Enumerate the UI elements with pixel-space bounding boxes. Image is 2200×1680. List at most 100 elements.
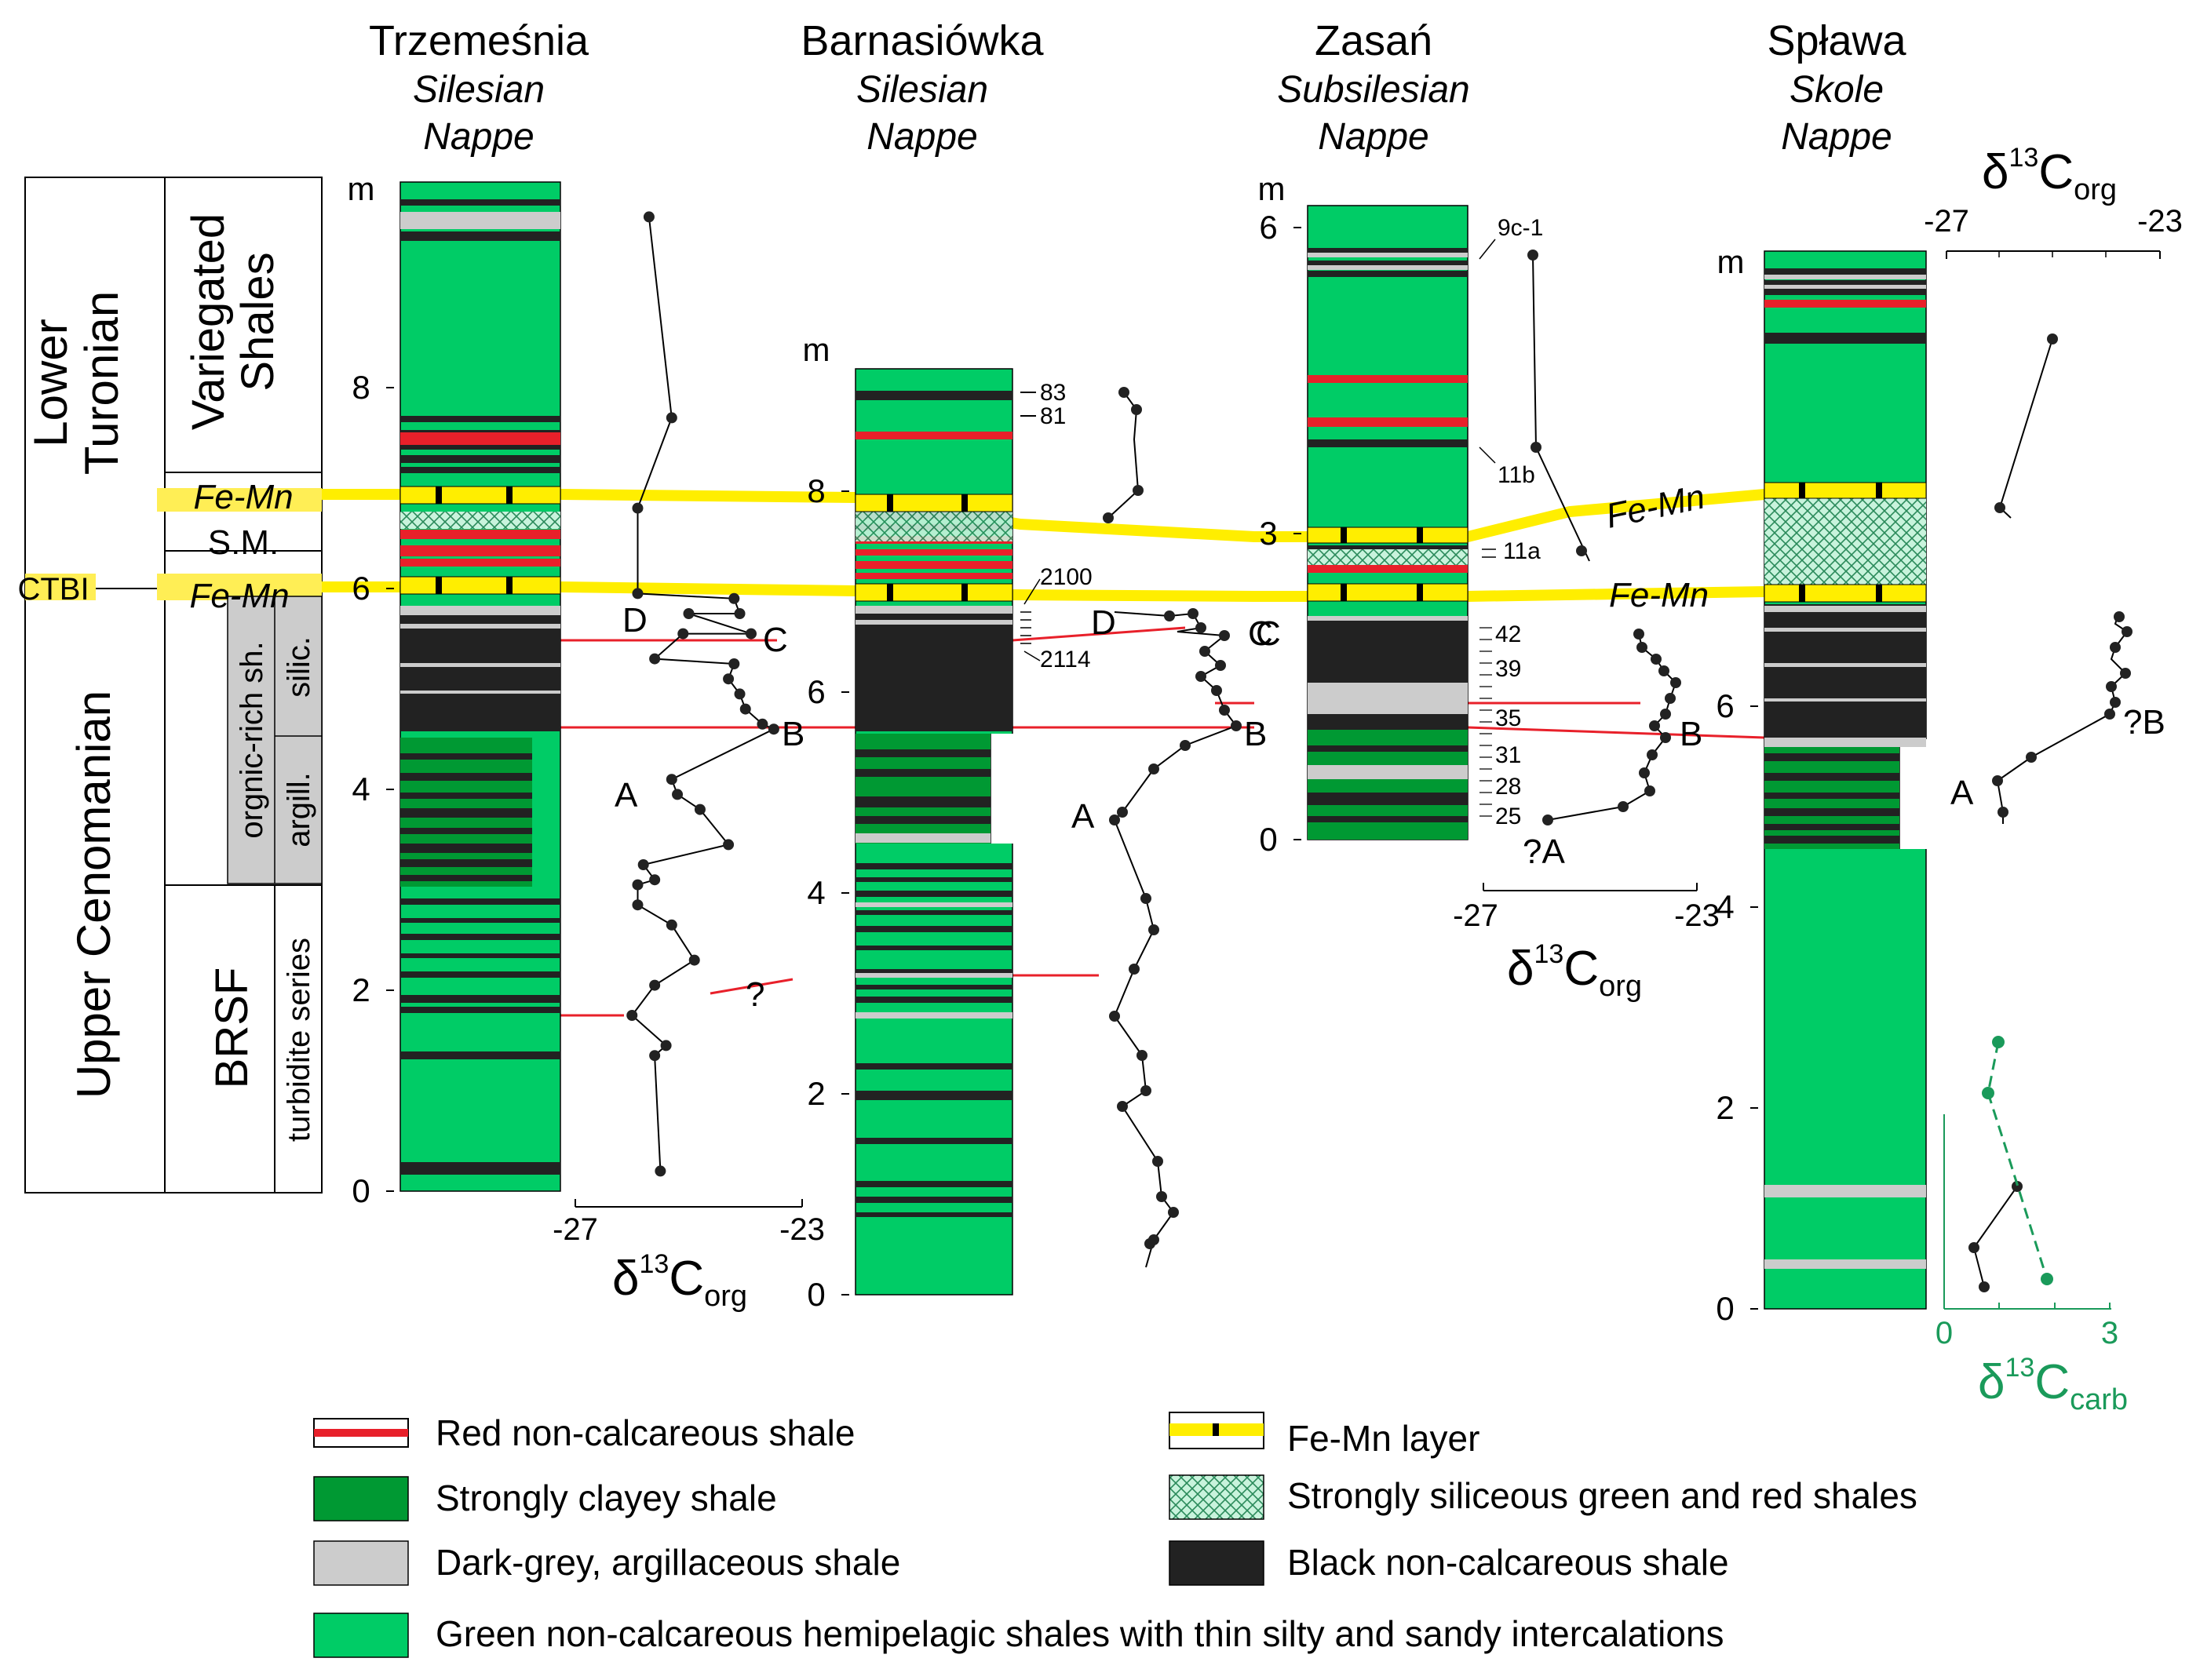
curve-point (688, 954, 700, 966)
curve-point (666, 919, 677, 931)
svg-text:-23: -23 (2137, 204, 2183, 239)
curve-point (677, 628, 689, 640)
curve-point (632, 879, 644, 891)
curve-point (649, 1050, 661, 1062)
depth-tick-label: 0 (1716, 1290, 1734, 1327)
curve-point (632, 899, 644, 911)
delta13c-curve-barnasiowka: D C B A (1071, 387, 1273, 1268)
fe-mn-upper-line (322, 489, 1765, 542)
svg-text:Dark-grey, argillaceous shale: Dark-grey, argillaceous shale (436, 1542, 900, 1583)
depth-tick-label: 2 (1716, 1089, 1734, 1126)
svg-text:m: m (348, 170, 375, 207)
curve-point (637, 859, 649, 870)
label-c: C (763, 621, 788, 659)
siliceous-unit-2 (856, 510, 1012, 541)
svg-text:Lower: Lower (24, 319, 77, 446)
depth-tick-label: 8 (352, 369, 370, 406)
fe-mn-layer-2-upper (855, 494, 1013, 512)
sample-labels-barnasiowka: 83 81 2100 2114 (1020, 380, 1093, 672)
svg-text:m: m (1258, 170, 1286, 207)
svg-text:42: 42 (1495, 621, 1521, 647)
sm-label: S.M. (208, 523, 279, 562)
svg-text:B: B (1680, 715, 1702, 753)
svg-text:δ13Corg: δ13Corg (1507, 939, 1642, 1003)
svg-text:δ13Ccarb: δ13Ccarb (1978, 1353, 2128, 1416)
fe-mn-lower-label: Fe-Mn (1609, 576, 1709, 614)
legend: Red non-calcareous shale Strongly clayey… (313, 1412, 1917, 1658)
depth-tick-label: 0 (1259, 821, 1277, 858)
label-b: B (782, 715, 804, 753)
curve-point (734, 608, 746, 619)
fe-mn-layer-4-upper (1764, 482, 1927, 499)
svg-text:Shales: Shales (232, 252, 283, 391)
siliceous-unit-4 (1764, 498, 1926, 585)
column-titles: Trzemeśnia Silesian Nappe Barnasiówka Si… (369, 17, 1907, 158)
depth-tick-label: 4 (352, 771, 370, 807)
sample-labels-zasan: 9c-1 11b 11a 42 39 35 31 28 25 (1479, 215, 1543, 829)
black-shale-unit-2 (856, 606, 1012, 731)
depth-tick-label: 4 (807, 874, 825, 911)
depth-tick-label: 0 (807, 1276, 825, 1313)
svg-text:-27: -27 (553, 1212, 598, 1247)
fe-mn-top-label: Fe-Mn (193, 478, 293, 516)
delta13c-curve-trzemesnia: -27 -23 δ13Corg D C B A ? (553, 211, 825, 1313)
svg-text:δ13Corg: δ13Corg (612, 1249, 747, 1313)
curve-point (626, 1010, 638, 1021)
svg-text:-27: -27 (1453, 898, 1498, 933)
svg-text:Barnasiówka: Barnasiówka (801, 17, 1044, 64)
fe-mn-bottom-label: Fe-Mn (189, 577, 289, 615)
depth-tick-label: 2 (352, 971, 370, 1008)
legend-black-shale: Black non-calcareous shale (1169, 1540, 1729, 1586)
depth-tick-label: 6 (352, 570, 370, 607)
delta13c-curve-splawa: -27 -23 δ13Corg ?B A (1924, 143, 2183, 1292)
depth-tick-label: 2 (807, 1075, 825, 1112)
svg-text:0: 0 (1935, 1316, 1953, 1350)
delta13c-curve-zasan: -27 -23 δ13Corg C B ?A (1256, 250, 1720, 1003)
svg-text:D: D (1091, 603, 1116, 642)
curve-point (649, 653, 661, 665)
svg-text:Nappe: Nappe (1318, 116, 1428, 158)
depth-tick-label: 0 (352, 1172, 370, 1209)
ctbi-label: CTBI (17, 572, 89, 607)
svg-text:B: B (1244, 715, 1267, 753)
svg-text:Subsilesian: Subsilesian (1277, 69, 1469, 111)
label-d: D (622, 601, 648, 640)
fe-mn-layer-upper (400, 486, 561, 505)
legend-red-shale: Red non-calcareous shale (313, 1412, 855, 1453)
svg-text:?A: ?A (1523, 833, 1565, 871)
curve-point (643, 211, 655, 223)
scale-zasan: m 036 (1258, 170, 1301, 858)
svg-text:11b: 11b (1498, 462, 1535, 488)
svg-text:2114: 2114 (1040, 647, 1091, 672)
curve-point (694, 804, 706, 815)
delta13c-carb-curve-splawa: 0 3 δ13Ccarb (1935, 1036, 2128, 1416)
black-shale-unit-4 (1764, 604, 1926, 739)
curve-point (632, 588, 644, 599)
column-trzemesnia: m 0 2 4 6 8 -27 -23 δ13Corg D C B A ? (348, 170, 825, 1313)
svg-text:-23: -23 (1674, 898, 1720, 933)
svg-text:δ13Corg: δ13Corg (1982, 143, 2117, 206)
curve-point (723, 673, 735, 685)
svg-text:Trzemeśnia: Trzemeśnia (369, 17, 589, 64)
svg-text:Black non-calcareous shale: Black non-calcareous shale (1287, 1542, 1729, 1583)
curve-point (666, 774, 677, 785)
svg-text:-27: -27 (1924, 204, 1969, 239)
svg-text:C: C (1256, 614, 1281, 653)
svg-text:-23: -23 (779, 1212, 825, 1247)
svg-text:Turonian: Turonian (75, 291, 128, 476)
legend-green-hemipelagic: Green non-calcareous hemipelagic shales … (313, 1613, 1724, 1658)
svg-text:Spława: Spława (1767, 17, 1906, 64)
fe-mn-layer-4-lower (1764, 584, 1927, 603)
svg-text:Variegated: Variegated (183, 213, 234, 430)
svg-text:28: 28 (1495, 774, 1521, 800)
svg-text:Nappe: Nappe (423, 116, 534, 158)
strat-chart: Lower Turonian Upper Cenomanian Variegat… (17, 177, 323, 1193)
fe-mn-layer-3-lower (1307, 583, 1468, 602)
curve-point (757, 718, 768, 730)
siliceous-unit (400, 512, 560, 529)
svg-text:Nappe: Nappe (867, 116, 977, 158)
svg-text:Red non-calcareous shale: Red non-calcareous shale (436, 1412, 855, 1453)
